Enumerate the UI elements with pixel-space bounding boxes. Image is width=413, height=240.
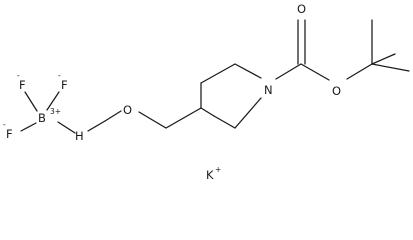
atom-labels: - F - F - F B 3+ H O N O O K +	[3, 2, 341, 182]
oxygen-carbonyl-label: O	[297, 2, 306, 16]
bond-tbu-me2	[371, 53, 396, 65]
ring-bond-c5-c4	[200, 107, 215, 117]
ring-bond-c3-c2	[200, 63, 236, 84]
chemical-structure: - F - F - F B 3+ H O N O O K +	[3, 2, 410, 182]
nitrogen-label: N	[264, 83, 273, 97]
bond-o-ch2	[138, 111, 167, 129]
oxygen-ether-label: O	[123, 103, 132, 117]
boron-label: B	[38, 111, 46, 125]
ring-bond-c2-n	[234, 63, 262, 79]
potassium-label: K	[206, 168, 214, 182]
bond-b-f1	[24, 91, 38, 112]
bond-b-f3	[20, 122, 37, 132]
bond-b-ch	[57, 121, 76, 134]
f3-charge: -	[3, 120, 6, 129]
ring-bond-n-c6	[234, 97, 262, 129]
bond-ch2-o	[104, 110, 122, 122]
bond-ch-ch2	[87, 120, 106, 132]
bond-oester-tbu	[346, 63, 373, 80]
ring-bond-c6-c5	[213, 115, 236, 129]
bond-ch2-ring	[165, 107, 202, 129]
f2-charge: -	[58, 71, 61, 80]
f2-label: F	[61, 78, 68, 92]
f3-label: F	[6, 127, 13, 141]
bond-b-f2	[46, 91, 60, 111]
hydrogen-label: H	[75, 129, 84, 143]
f1-label: F	[19, 78, 26, 92]
potassium-charge: +	[215, 165, 221, 174]
boron-charge: 3+	[50, 107, 61, 116]
f1-charge: -	[17, 71, 20, 80]
bond-lines	[20, 19, 410, 134]
bond-carbonyl-oester	[300, 63, 330, 81]
bond-tbu-me3	[371, 63, 410, 72]
bond-n-carbonyl	[275, 63, 302, 80]
oxygen-ester-label: O	[332, 84, 341, 98]
